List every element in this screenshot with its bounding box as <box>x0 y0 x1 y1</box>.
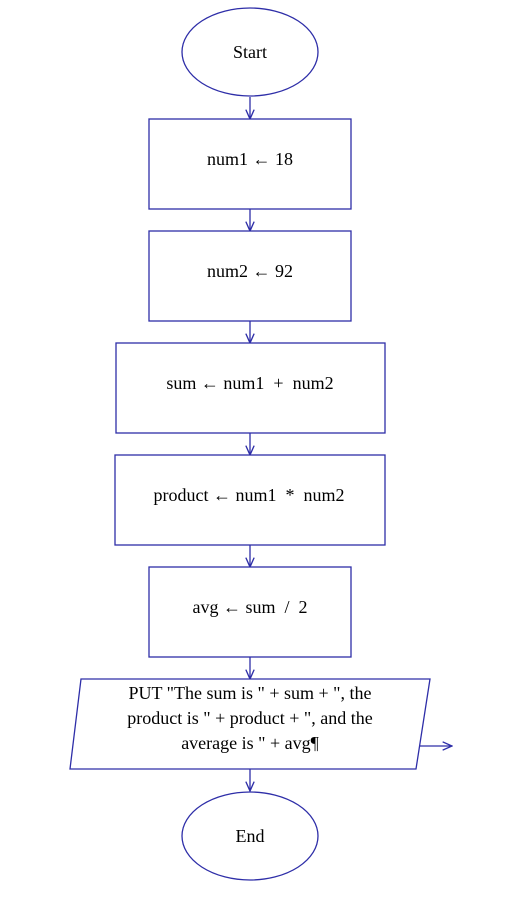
process-num1-box <box>148 118 352 210</box>
connectors <box>250 97 452 791</box>
process-product-box <box>114 454 386 546</box>
process-num1-label: num1 ← 18 <box>207 149 293 169</box>
process-num2: num2 ← 92 <box>148 230 352 322</box>
output-line-3: average is " + avg¶ <box>181 733 319 753</box>
process-num2-box <box>148 230 352 322</box>
start-ellipse <box>181 7 319 97</box>
process-avg-label: avg ← sum / 2 <box>193 597 308 617</box>
process-product: product ← num1 * num2 <box>114 454 386 546</box>
end-label: End <box>236 826 265 846</box>
process-num1: num1 ← 18 <box>148 118 352 210</box>
process-avg: avg ← sum / 2 <box>148 566 352 658</box>
output-line-1: PUT "The sum is " + sum + ", the <box>128 683 371 703</box>
end-ellipse <box>181 791 319 881</box>
process-product-label: product ← num1 * num2 <box>154 485 345 505</box>
start-label: Start <box>233 42 267 62</box>
process-sum: sum ← num1 + num2 <box>115 342 386 434</box>
output-line-2: product is " + product + ", and the <box>127 708 372 728</box>
start-node: Start <box>181 7 319 97</box>
output-node: PUT "The sum is " + sum + ", the product… <box>69 678 431 770</box>
end-node: End <box>181 791 319 881</box>
output-parallelogram <box>69 678 431 770</box>
process-sum-box <box>115 342 386 434</box>
process-num2-label: num2 ← 92 <box>207 261 293 281</box>
process-sum-label: sum ← num1 + num2 <box>166 373 333 393</box>
process-avg-box <box>148 566 352 658</box>
